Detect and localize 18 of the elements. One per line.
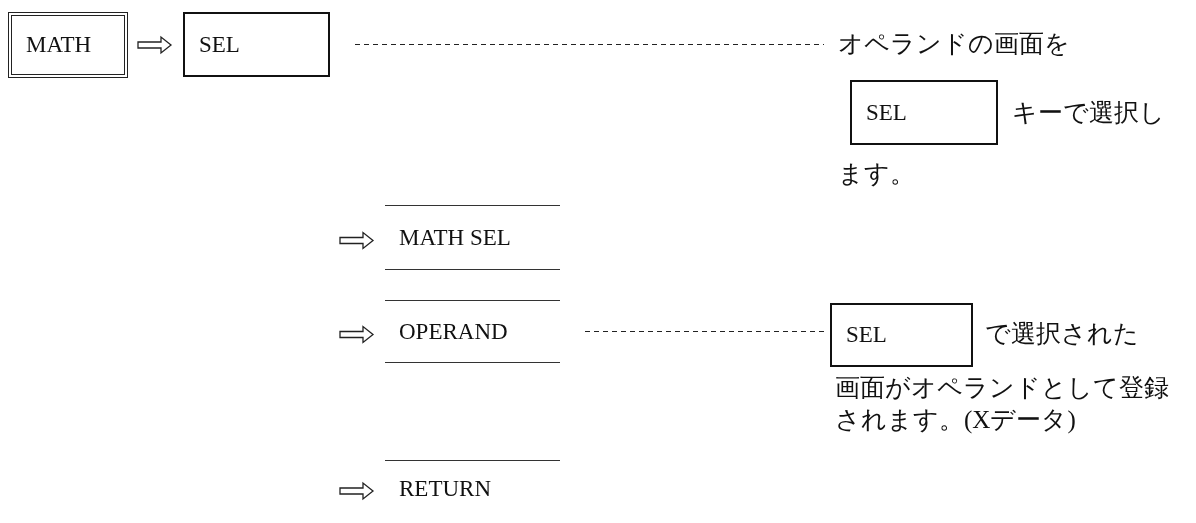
key-symbol: MATH — [8, 12, 128, 78]
key-symbol: SEL — [850, 80, 998, 145]
key-symbol: SEL — [830, 303, 973, 367]
arrow — [339, 231, 375, 250]
softkey-label: OPERAND — [385, 300, 560, 363]
description-text: オペランドの画面を — [838, 29, 1070, 59]
leader-line — [354, 44, 825, 45]
softkey-label: RETURN — [385, 460, 560, 516]
arrow — [137, 35, 173, 55]
softkey-label: MATH SEL — [385, 205, 560, 270]
description-text: キーで選択し — [1012, 98, 1165, 128]
description-text: 画面がオペランドとして登録されます。(Xデータ) — [835, 373, 1170, 436]
description-text: で選択された — [985, 319, 1139, 349]
key-symbol: SEL — [183, 12, 330, 77]
description-text: ます。 — [838, 159, 915, 189]
arrow — [339, 325, 375, 344]
leader-line — [584, 331, 825, 332]
arrow — [339, 481, 375, 501]
